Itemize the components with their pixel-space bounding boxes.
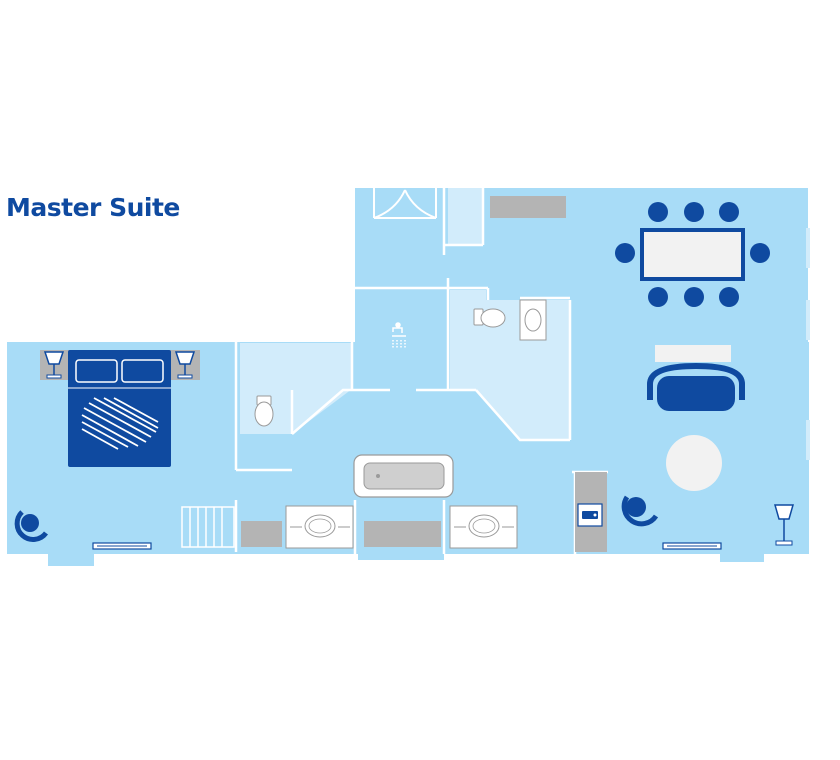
floor-lamp-icon: [774, 504, 794, 546]
safe-icon[interactable]: [575, 472, 607, 552]
sink-icon: [285, 505, 354, 549]
round-table-icon[interactable]: [666, 435, 722, 491]
bedside-lamp-icon: [43, 351, 65, 379]
console-table: [655, 345, 731, 362]
shower-icon: [392, 322, 406, 348]
sink-icon: [449, 505, 518, 549]
armchair-icon[interactable]: [14, 510, 49, 542]
double-bed-icon[interactable]: [68, 350, 171, 467]
wall-tv-icon: [92, 542, 152, 550]
dining-table-icon[interactable]: [640, 228, 745, 281]
sink-icon: [519, 299, 547, 341]
bathtub-icon[interactable]: [353, 454, 454, 498]
wall-tv-icon: [662, 542, 722, 550]
armchair-icon[interactable]: [621, 495, 659, 527]
page-title: Master Suite: [6, 193, 180, 222]
door-icon[interactable]: [373, 188, 437, 219]
dining-chair-icon: [615, 202, 770, 307]
counter: [490, 196, 566, 218]
bedside-lamp-icon: [174, 351, 196, 379]
vanity-cabinet: [241, 521, 282, 547]
toilet-icon: [473, 308, 506, 328]
radiator-icon: [181, 506, 235, 548]
toilet-icon: [254, 395, 274, 427]
vanity-cabinet: [364, 521, 441, 547]
sofa-icon[interactable]: [647, 362, 745, 411]
